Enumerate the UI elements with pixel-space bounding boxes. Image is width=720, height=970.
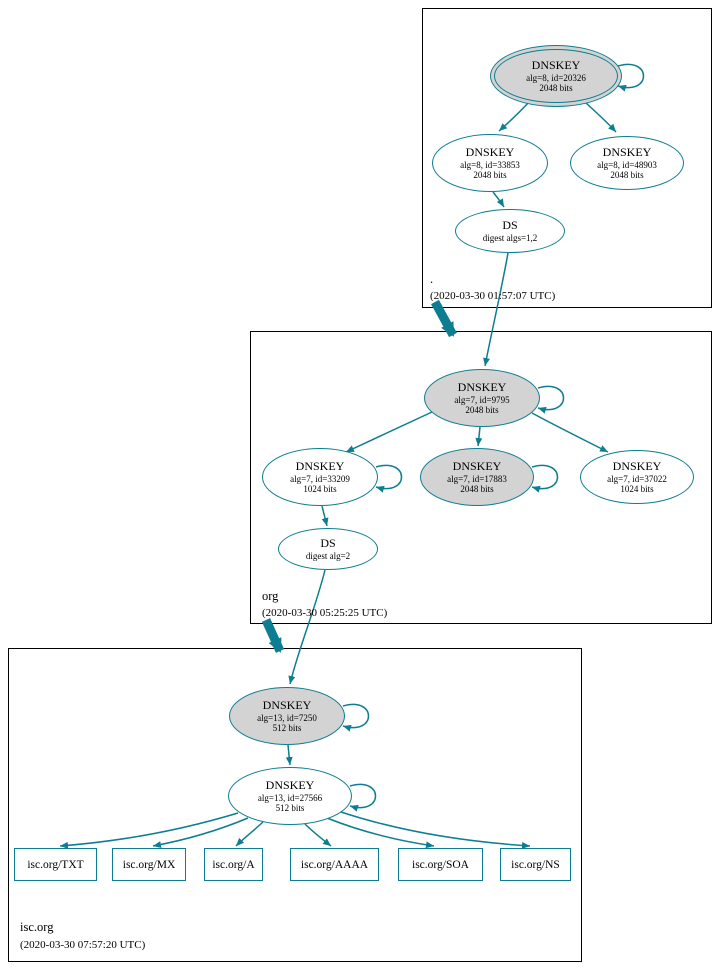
node-bits: 1024 bits — [303, 483, 337, 494]
dnskey-48903-node[interactable]: DNSKEY alg=8, id=48903 2048 bits — [570, 136, 684, 190]
node-bits: 2048 bits — [460, 483, 494, 494]
dnskey-9795-node[interactable]: DNSKEY alg=7, id=9795 2048 bits — [424, 369, 540, 427]
node-title: DNSKEY — [295, 458, 345, 473]
node-title: DNSKEY — [465, 144, 515, 159]
node-title: DNSKEY — [612, 458, 662, 473]
node-title: DNSKEY — [452, 458, 502, 473]
node-meta: alg=8, id=48903 — [597, 159, 657, 170]
rrset-isc-org-txt[interactable]: isc.org/TXT — [14, 848, 97, 881]
node-title: DS — [502, 217, 518, 232]
node-meta: alg=7, id=9795 — [454, 394, 510, 405]
rrset-isc-org-ns[interactable]: isc.org/NS — [500, 848, 571, 881]
node-title: DS — [320, 535, 336, 550]
rrset-isc-org-a[interactable]: isc.org/A — [204, 848, 263, 881]
ds-root-node[interactable]: DS digest algs=1,2 — [455, 209, 565, 253]
node-title: DNSKEY — [457, 379, 507, 394]
node-meta: alg=7, id=33209 — [290, 473, 350, 484]
node-title: DNSKEY — [531, 57, 581, 72]
node-bits: 2048 bits — [465, 404, 499, 415]
node-meta: alg=13, id=27566 — [257, 792, 323, 803]
zone-label-root: . — [430, 272, 434, 286]
node-meta: alg=7, id=17883 — [447, 473, 507, 484]
node-meta: alg=8, id=33853 — [460, 159, 520, 170]
node-meta: alg=7, id=37022 — [607, 473, 667, 484]
node-bits: 2048 bits — [539, 82, 573, 93]
zone-label-org: org — [262, 589, 279, 603]
node-bits: 2048 bits — [610, 169, 644, 180]
dnskey-33209-node[interactable]: DNSKEY alg=7, id=33209 1024 bits — [262, 448, 378, 506]
dnskey-27566-node[interactable]: DNSKEY alg=13, id=27566 512 bits — [228, 767, 352, 825]
node-meta: alg=13, id=7250 — [257, 712, 317, 723]
node-title: DNSKEY — [262, 697, 312, 712]
zone-timestamp-isc-org: (2020-03-30 07:57:20 UTC) — [20, 939, 146, 951]
dnskey-17883-node[interactable]: DNSKEY alg=7, id=17883 2048 bits — [420, 448, 534, 506]
zone-label-isc-org: isc.org — [20, 920, 54, 934]
zone-timestamp-org: (2020-03-30 05:25:25 UTC) — [262, 607, 388, 619]
dnskey-20326-node[interactable]: DNSKEY alg=8, id=20326 2048 bits — [490, 45, 622, 107]
node-bits: 512 bits — [272, 722, 302, 733]
node-meta: digest alg=2 — [305, 550, 351, 561]
node-bits: 2048 bits — [473, 169, 507, 180]
node-title: DNSKEY — [602, 144, 652, 159]
node-title: DNSKEY — [265, 777, 315, 792]
dnskey-7250-node[interactable]: DNSKEY alg=13, id=7250 512 bits — [229, 687, 345, 745]
dnskey-37022-node[interactable]: DNSKEY alg=7, id=37022 1024 bits — [580, 450, 694, 504]
rrset-isc-org-soa[interactable]: isc.org/SOA — [398, 848, 483, 881]
rrset-isc-org-aaaa[interactable]: isc.org/AAAA — [290, 848, 379, 881]
rrset-isc-org-mx[interactable]: isc.org/MX — [112, 848, 186, 881]
node-bits: 512 bits — [275, 802, 305, 813]
delegation-arrow-org-to-isc — [261, 618, 285, 653]
zone-timestamp-root: (2020-03-30 01:57:07 UTC) — [430, 290, 556, 302]
node-meta: alg=8, id=20326 — [526, 72, 586, 83]
node-bits: 1024 bits — [620, 483, 654, 494]
node-meta: digest algs=1,2 — [482, 232, 538, 243]
ds-org-node[interactable]: DS digest alg=2 — [278, 528, 378, 570]
dnskey-33853-node[interactable]: DNSKEY alg=8, id=33853 2048 bits — [432, 134, 548, 192]
